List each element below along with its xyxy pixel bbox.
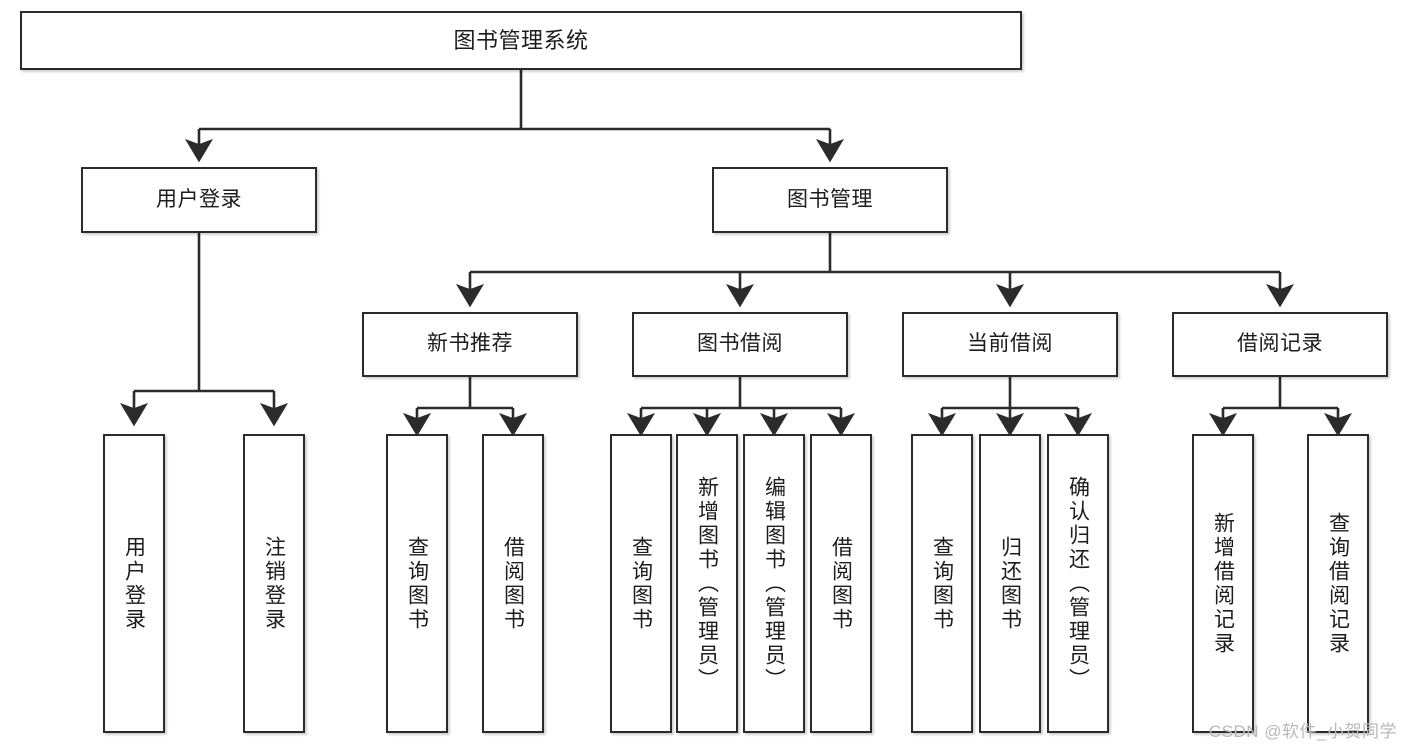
node-leaf-logout[interactable]: 注销登录	[243, 434, 305, 733]
node-leaf-add-book-admin-label: 新增图书（管理员）	[695, 475, 719, 692]
node-book-mgmt[interactable]: 图书管理	[712, 167, 948, 233]
node-leaf-logout-label: 注销登录	[262, 535, 286, 632]
node-leaf-edit-book-admin-label: 编辑图书（管理员）	[762, 475, 786, 692]
node-leaf-borrow-book-2-label: 借阅图书	[829, 535, 853, 632]
node-leaf-confirm-return-admin[interactable]: 确认归还（管理员）	[1047, 434, 1109, 733]
node-user-login[interactable]: 用户登录	[81, 167, 317, 233]
node-leaf-add-borrow-record[interactable]: 新增借阅记录	[1192, 434, 1254, 733]
node-leaf-borrow-book-1-label: 借阅图书	[501, 535, 525, 632]
node-leaf-return-book[interactable]: 归还图书	[979, 434, 1041, 733]
node-leaf-add-borrow-record-label: 新增借阅记录	[1211, 511, 1235, 656]
watermark-text: CSDN @软件_小贺同学	[1208, 722, 1397, 741]
node-leaf-query-borrow-record-label: 查询借阅记录	[1326, 511, 1350, 656]
node-leaf-borrow-book-1[interactable]: 借阅图书	[482, 434, 544, 733]
node-new-book-rec-label: 新书推荐	[427, 332, 513, 356]
node-leaf-edit-book-admin[interactable]: 编辑图书（管理员）	[743, 434, 805, 733]
node-leaf-query-book-2[interactable]: 查询图书	[610, 434, 672, 733]
node-root-label: 图书管理系统	[453, 27, 589, 53]
node-leaf-add-book-admin[interactable]: 新增图书（管理员）	[676, 434, 738, 733]
node-borrow-record-label: 借阅记录	[1237, 332, 1323, 356]
node-leaf-query-book-2-label: 查询图书	[629, 535, 653, 632]
node-leaf-confirm-return-admin-label: 确认归还（管理员）	[1066, 475, 1090, 692]
node-leaf-query-book-3-label: 查询图书	[930, 535, 954, 632]
node-leaf-query-book-3[interactable]: 查询图书	[911, 434, 973, 733]
node-new-book-rec[interactable]: 新书推荐	[362, 312, 578, 377]
node-leaf-borrow-book-2[interactable]: 借阅图书	[810, 434, 872, 733]
node-leaf-user-login-label: 用户登录	[122, 535, 146, 632]
node-current-borrow[interactable]: 当前借阅	[902, 312, 1118, 377]
node-borrow-record[interactable]: 借阅记录	[1172, 312, 1388, 377]
node-leaf-query-book-1-label: 查询图书	[405, 535, 429, 632]
node-book-borrow[interactable]: 图书借阅	[632, 312, 848, 377]
node-leaf-query-borrow-record[interactable]: 查询借阅记录	[1307, 434, 1369, 733]
node-leaf-user-login[interactable]: 用户登录	[103, 434, 165, 733]
node-root[interactable]: 图书管理系统	[20, 11, 1022, 70]
node-current-borrow-label: 当前借阅	[967, 332, 1053, 356]
node-user-login-label: 用户登录	[156, 187, 242, 211]
node-leaf-query-book-1[interactable]: 查询图书	[386, 434, 448, 733]
node-book-borrow-label: 图书借阅	[697, 332, 783, 356]
node-leaf-return-book-label: 归还图书	[998, 535, 1022, 632]
node-book-mgmt-label: 图书管理	[787, 187, 873, 211]
